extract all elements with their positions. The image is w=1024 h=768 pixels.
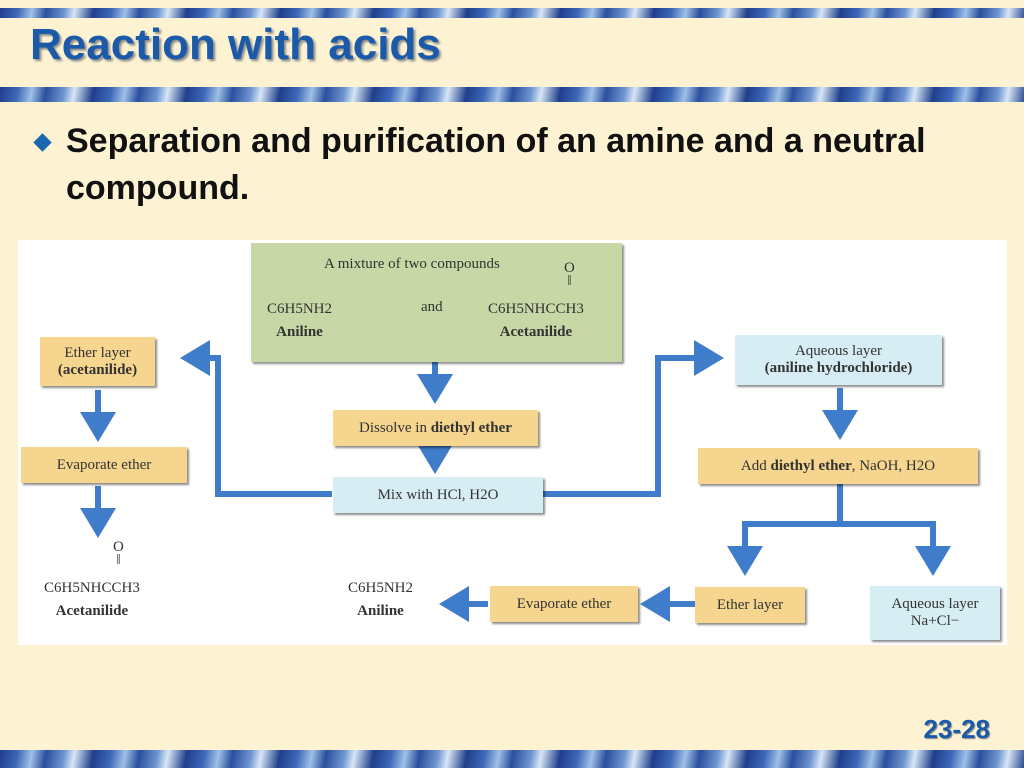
- dissolve-text: Dissolve in: [359, 419, 427, 436]
- add-step-box: Add diethyl ether, NaOH, H2O: [698, 448, 978, 484]
- acetanilide-name: Acetanilide: [499, 324, 573, 340]
- dissolve-solvent: diethyl ether: [430, 419, 512, 436]
- dissolve-step-box: Dissolve in diethyl ether: [333, 410, 538, 446]
- ether-layer-left-label: Ether layer: [64, 344, 131, 361]
- flow-arrows: [80, 340, 951, 622]
- diamond-bullet-icon: [33, 133, 52, 152]
- aniline-formula: C6H5NH2: [267, 301, 333, 317]
- top-decorative-band: [0, 8, 1024, 18]
- title-underline-band: [0, 87, 1024, 102]
- page-number: 23-28: [923, 714, 991, 744]
- and-label: and: [421, 299, 443, 315]
- arrow-add-to-aqueous-bottom: [840, 521, 951, 576]
- ether-layer-bottom-text: Ether layer: [716, 596, 784, 613]
- slide-title: Reaction with acids: [30, 20, 441, 69]
- arrow-add-to-ether-layer: [727, 484, 843, 576]
- add-reagents: , NaOH, H2O: [851, 457, 936, 474]
- acetanilide-formula: C6H5NHCCH3: [488, 301, 584, 317]
- evaporate-bottom-text: Evaporate ether: [516, 595, 612, 612]
- carbonyl-oxygen: O: [564, 260, 575, 276]
- aqueous-layer-bottom-box: Aqueous layer Na+Cl−: [870, 586, 1000, 640]
- ether-layer-left-box: Ether layer (acetanilide): [40, 337, 155, 386]
- aqueous-layer-right-box: Aqueous layer (aniline hydrochloride): [735, 335, 942, 385]
- aniline-structure: C6H5NH2 Aniline: [267, 301, 332, 341]
- product-left-double-bond: ‖: [116, 552, 121, 568]
- bottom-decorative-band: [0, 750, 1024, 768]
- product-left-oxygen: O: [113, 539, 124, 555]
- mixture-box: A mixture of two compounds C6H5NH2 Anili…: [251, 243, 622, 362]
- product-left-formula: C6H5NHCCH3: [44, 580, 140, 596]
- aniline-name: Aniline: [276, 324, 323, 340]
- evaporate-bottom-box: Evaporate ether: [490, 586, 638, 622]
- mixture-title: A mixture of two compounds: [324, 256, 500, 272]
- aqueous-layer-bottom-label: Aqueous layer: [891, 596, 979, 612]
- product-bottom-name: Aniline: [357, 603, 404, 619]
- mix-text: Mix with HCl, H2O: [377, 486, 499, 503]
- ether-layer-left-content: (acetanilide): [57, 361, 138, 378]
- product-left-structure: C6H5NHCCH3 Acetanilide: [44, 580, 140, 620]
- product-left-carbonyl: O ‖: [113, 539, 124, 568]
- ether-layer-bottom-box: Ether layer: [695, 587, 805, 623]
- add-solvent: diethyl ether: [770, 457, 852, 474]
- evaporate-left-text: Evaporate ether: [56, 456, 152, 473]
- aqueous-layer-right-label: Aqueous layer: [794, 343, 883, 359]
- bullet-text: Separation and purification of an amine …: [66, 122, 926, 207]
- acetanilide-structure: C6H5NHCCH3 Acetanilide: [488, 301, 584, 341]
- acetanilide-carbonyl: O ‖: [564, 260, 575, 289]
- product-bottom-structure: C6H5NH2 Aniline: [348, 580, 413, 620]
- add-prefix: Add: [740, 457, 767, 474]
- mix-step-box: Mix with HCl, H2O: [333, 477, 543, 513]
- separation-flowchart: A mixture of two compounds C6H5NH2 Anili…: [18, 240, 1007, 645]
- arrow-mix-to-ether-layer: [180, 340, 332, 497]
- arrow-mix-to-aqueous-layer: [543, 340, 724, 497]
- double-bond-mark: ‖: [567, 273, 572, 289]
- product-bottom-formula: C6H5NH2: [348, 580, 414, 596]
- aqueous-layer-right-content: (aniline hydrochloride): [764, 360, 913, 376]
- evaporate-left-box: Evaporate ether: [21, 447, 187, 483]
- product-left-name: Acetanilide: [55, 603, 129, 619]
- aqueous-layer-bottom-salt: Na+Cl−: [910, 613, 960, 629]
